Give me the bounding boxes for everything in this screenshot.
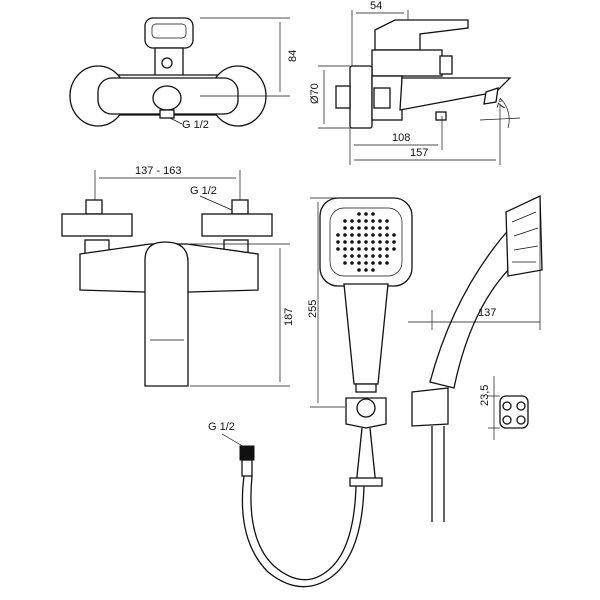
nozzle-dot (343, 233, 347, 237)
nozzle-dot (371, 261, 375, 265)
handshower-side-width-dimension: 137 (478, 307, 496, 319)
nozzle-dot (357, 254, 361, 258)
nozzle-dot (378, 226, 382, 230)
nozzle-dot (385, 240, 389, 244)
nozzle-dot (350, 219, 354, 223)
nozzle-dot (343, 261, 347, 265)
side-inner-length-dimension: 108 (392, 132, 410, 144)
nozzle-dot (357, 261, 361, 265)
nozzle-dot (336, 240, 340, 244)
holder-detail-view: 23,5 (479, 376, 529, 440)
nozzle-dot (364, 247, 368, 251)
nozzle-dot (371, 268, 375, 272)
nozzle-dot (350, 226, 354, 230)
front-spread-dimension: 137 - 163 (135, 165, 181, 177)
nozzle-dot (343, 219, 347, 223)
nozzle-dot (350, 240, 354, 244)
front-thread-label: G 1/2 (190, 185, 217, 197)
mixer-front-view: 137 - 163 G 1/2 187 (61, 165, 295, 387)
side-total-length-dimension: 157 (410, 147, 428, 159)
nozzle-dot (385, 219, 389, 223)
handshower-side-view: 137 (408, 194, 543, 522)
nozzle-dot (364, 233, 368, 237)
nozzle-dot (364, 212, 368, 216)
nozzle-dot (378, 261, 382, 265)
handshower-nozzles (336, 212, 396, 272)
nozzle-dot (343, 226, 347, 230)
nozzle-dot (371, 233, 375, 237)
nozzle-dot (378, 247, 382, 251)
nozzle-dot (378, 219, 382, 223)
nozzle-dot (364, 219, 368, 223)
nozzle-dot (343, 254, 347, 258)
nozzle-dot (336, 247, 340, 251)
top-thread-label: G 1/2 (182, 119, 209, 131)
top-height-dimension: 84 (287, 50, 299, 62)
nozzle-dot (371, 247, 375, 251)
nozzle-dot (371, 226, 375, 230)
nozzle-dot (343, 247, 347, 251)
handshower-front-view: 255 (307, 197, 413, 487)
nozzle-dot (364, 261, 368, 265)
nozzle-dot (378, 233, 382, 237)
nozzle-dot (378, 240, 382, 244)
nozzle-dot (392, 247, 396, 251)
nozzle-dot (378, 254, 382, 258)
nozzle-dot (357, 226, 361, 230)
mixer-top-view: G 1/2 84 (69, 17, 299, 131)
nozzle-dot (392, 240, 396, 244)
nozzle-dot (357, 219, 361, 223)
nozzle-dot (364, 240, 368, 244)
nozzle-dot (385, 254, 389, 258)
nozzle-dot (371, 219, 375, 223)
nozzle-dot (357, 233, 361, 237)
nozzle-dot (350, 254, 354, 258)
side-width-dimension: 54 (370, 0, 382, 12)
hose-thread-label: G 1/2 (208, 421, 235, 433)
nozzle-dot (350, 233, 354, 237)
nozzle-dot (392, 233, 396, 237)
side-diameter-dimension: Ø70 (309, 83, 321, 104)
front-height-dimension: 187 (283, 308, 295, 326)
holder-width-dimension: 23,5 (479, 385, 491, 406)
nozzle-dot (357, 247, 361, 251)
nozzle-dot (385, 247, 389, 251)
nozzle-dot (364, 226, 368, 230)
hose-view: G 1/2 (208, 421, 365, 588)
nozzle-dot (357, 240, 361, 244)
handshower-length-dimension: 255 (307, 300, 319, 318)
nozzle-dot (357, 212, 361, 216)
nozzle-dot (336, 233, 340, 237)
nozzle-dot (385, 233, 389, 237)
side-angle-dimension: 7° (495, 97, 509, 110)
nozzle-dot (364, 268, 368, 272)
mixer-side-view: 54 Ø70 7° 108 157 (309, 0, 521, 165)
nozzle-dot (385, 261, 389, 265)
nozzle-dot (350, 261, 354, 265)
nozzle-dot (385, 226, 389, 230)
nozzle-dot (357, 268, 361, 272)
nozzle-dot (371, 212, 375, 216)
nozzle-dot (350, 247, 354, 251)
nozzle-dot (364, 254, 368, 258)
nozzle-dot (371, 254, 375, 258)
nozzle-dot (371, 240, 375, 244)
nozzle-dot (343, 240, 347, 244)
